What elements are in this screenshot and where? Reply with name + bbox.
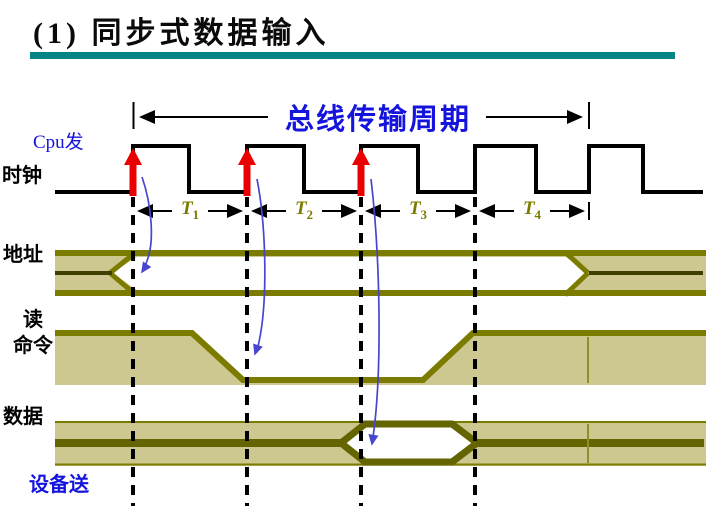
t3-base: T [408,198,421,219]
bus-cycle-label: 总线传输周期 [284,104,471,136]
rising-edge-arrow-icon [124,148,142,196]
t3-label: T3 [403,198,433,223]
t1-base: T [180,198,193,219]
pointer-arrow-to-read-command [253,178,266,356]
data-bus-waveform [55,420,706,466]
address-valid-window [112,257,588,290]
t1-label: T1 [175,198,205,223]
cpu-sends-label: Cpu发 [33,132,84,153]
clock-edge-dashed-lines [131,197,477,506]
read-command-signal-label: 读 命令 [6,307,60,359]
clock-to-signal-pointer-arrows [141,176,380,446]
t-interval-arrows [137,202,590,220]
clock-waveform [55,144,703,194]
t4-label: T4 [517,198,547,223]
pointer-arrow-to-address [141,176,153,274]
read-command-label-line2: 命令 [13,335,53,357]
bus-cycle-span-arrow [132,102,590,129]
t2-label: T2 [289,198,319,223]
t2-sub: 2 [306,206,314,222]
clock-signal-label: 时钟 [2,165,42,187]
rising-edge-arrow-icon [238,148,256,196]
read-command-waveform [55,330,706,385]
title-underline-rule [30,52,675,59]
t4-sub: 4 [534,206,542,222]
t1-sub: 1 [192,206,200,222]
address-bus-waveform [55,250,706,297]
data-valid-window [335,420,483,466]
device-sends-label: 设备送 [29,474,89,496]
pointer-arrow-to-data [368,178,380,446]
t3-sub: 3 [420,206,428,222]
address-signal-label: 地址 [3,244,43,266]
data-signal-label: 数据 [3,406,43,428]
rising-edge-arrow-icon [352,148,370,196]
read-command-label-line1: 读 [23,309,43,331]
t4-base: T [522,198,535,219]
page-title: (1) 同步式数据输入 [33,17,330,50]
t2-base: T [294,198,307,219]
clock-rising-edge-arrows [124,148,370,196]
